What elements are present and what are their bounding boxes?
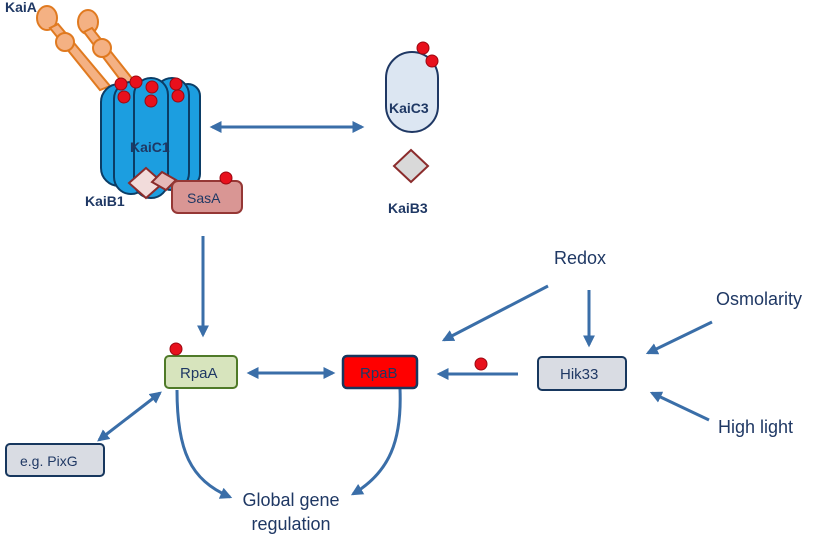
redox-label: Redox (554, 248, 606, 268)
kaib1-label: KaiB1 (85, 193, 125, 209)
kaib3-shape (392, 148, 430, 184)
sasa-label: SasA (187, 190, 221, 206)
osmolarity-label: Osmolarity (716, 289, 802, 309)
pixg-label: e.g. PixG (20, 453, 78, 469)
output-label-line2: regulation (251, 514, 330, 534)
rpab-box (341, 354, 419, 390)
kaic3-label: KaiC3 (389, 100, 429, 116)
rpaa-box (164, 342, 238, 389)
high-light-label: High light (718, 417, 793, 437)
kaic1-label: KaiC1 (130, 139, 170, 155)
arrow-rpaa-to-output (175, 389, 233, 499)
kaia-dimer (36, 5, 140, 92)
kaib1-shape (127, 166, 178, 200)
hik33-label: Hik33 (560, 366, 598, 383)
rpab-label: RpaB (360, 365, 398, 382)
kaib3-label: KaiB3 (388, 200, 428, 216)
arrow-osmolarity-to-hik33 (645, 320, 713, 355)
pixg-box (5, 443, 105, 477)
arrow-highlight-to-hik33 (649, 391, 710, 422)
kaic3-shape (385, 41, 439, 133)
arrow-rpab-to-output (350, 388, 402, 496)
hik33-box (537, 356, 627, 391)
arrow-redox-to-rpab (441, 284, 549, 342)
arrow-pixg-rpaa (97, 391, 162, 442)
sasa-box (171, 171, 243, 214)
kaia-label: KaiA (5, 0, 37, 15)
rpaa-label: RpaA (180, 365, 218, 382)
hik33-phospho-dot (474, 357, 488, 371)
kaic1-hexamer (100, 77, 201, 199)
kaic1-phospho-dots (114, 75, 185, 108)
output-label-line1: Global gene (242, 490, 339, 510)
